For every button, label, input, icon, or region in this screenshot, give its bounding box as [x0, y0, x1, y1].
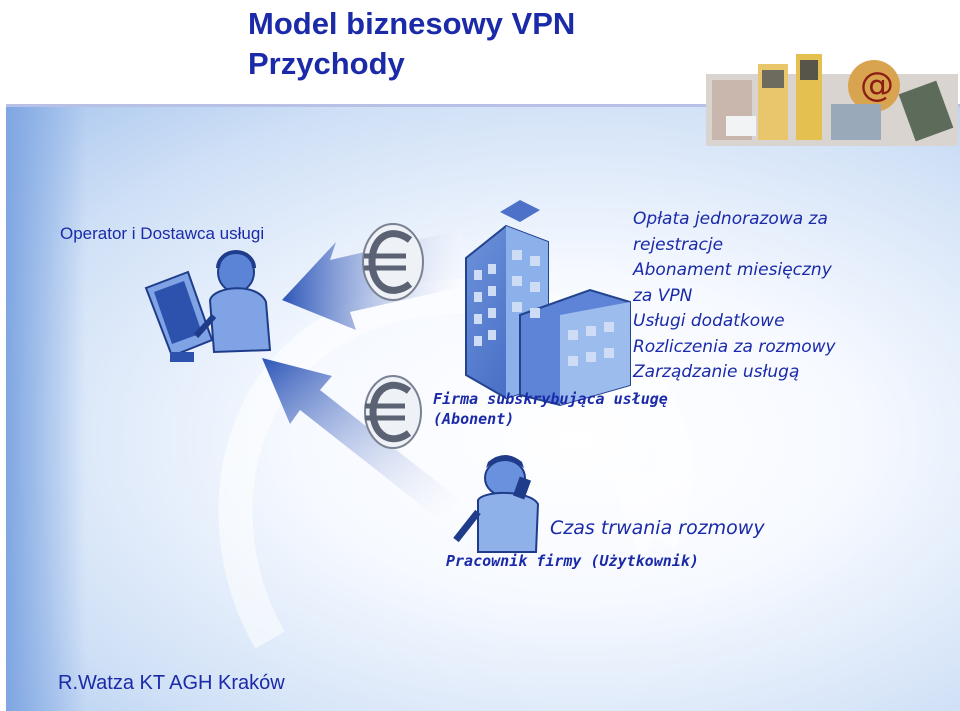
employee-label: Pracownik firmy (Użytkownik) — [446, 552, 699, 570]
revenue-list: Opłata jednorazowa za rejestracje Abonam… — [633, 207, 836, 386]
revenue-item: rejestracje — [633, 234, 724, 255]
panel-shade — [6, 107, 86, 711]
background-swirl — [218, 279, 700, 649]
subscriber-label-line-1: Firma subskrybująca usługę — [433, 390, 668, 408]
title-line-2: Przychody — [248, 46, 405, 81]
revenue-item: Zarządzanie usługą — [633, 362, 800, 382]
employee-person-icon — [453, 455, 540, 553]
diagram-panel — [6, 107, 960, 711]
operator-person-icon — [144, 250, 272, 362]
subscriber-label: Firma subskrybująca usługę (Abonent) — [433, 389, 668, 429]
revenue-item: Rozliczenia za rozmowy — [633, 336, 836, 357]
subscriber-label-line-2: (Abonent) — [433, 410, 515, 428]
revenue-item: Opłata jednorazowa za — [633, 209, 828, 229]
telecom-collage-image: @ — [706, 54, 958, 146]
call-duration-label: Czas trwania rozmowy — [550, 517, 765, 539]
title-line-1: Model biznesowy VPN — [248, 6, 576, 41]
revenue-item: Usługi dodatkowe — [633, 311, 785, 331]
footer-author: R.Watza KT AGH Kraków — [58, 672, 285, 694]
operator-label: Operator i Dostawca usługi — [60, 224, 265, 243]
svg-text:@: @ — [860, 65, 894, 105]
euro-coin-icon — [364, 375, 422, 449]
office-building-icon — [465, 200, 631, 407]
euro-coin-icon — [362, 223, 424, 301]
payment-arrow-employee — [262, 358, 460, 520]
title-divider — [6, 104, 960, 107]
page-title: Model biznesowy VPN Przychody — [248, 4, 575, 84]
revenue-item: Abonament miesięczny — [633, 260, 832, 280]
revenue-item: za VPN — [633, 285, 693, 306]
